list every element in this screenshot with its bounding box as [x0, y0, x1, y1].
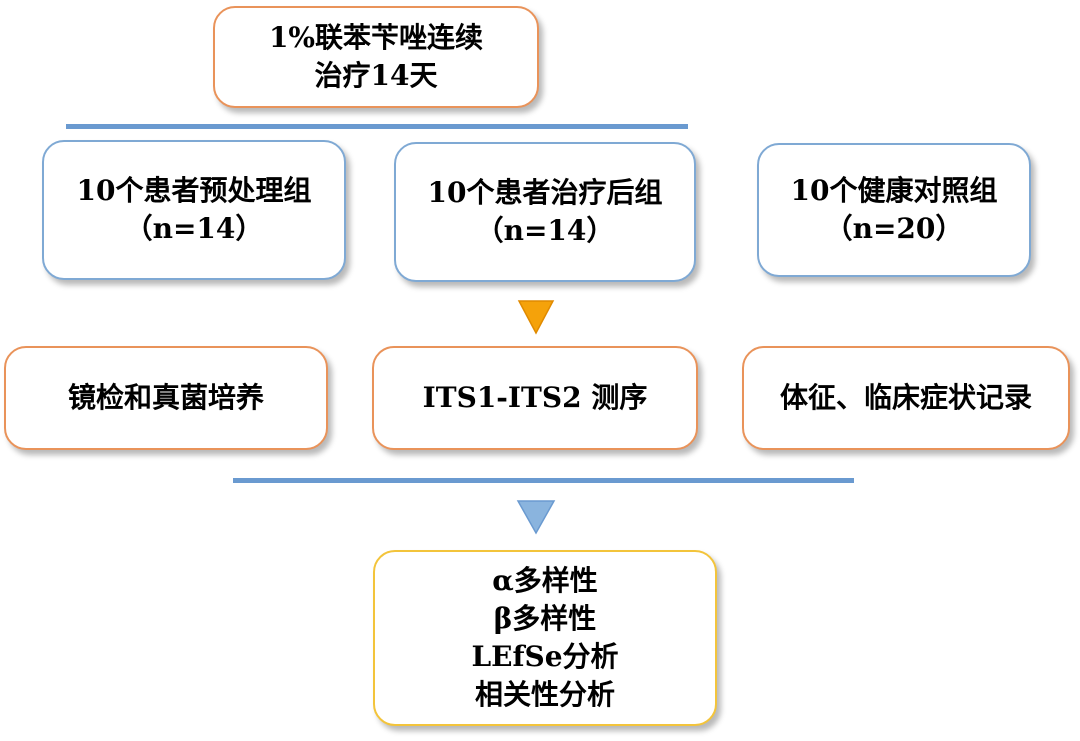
analysis-item: LEfSe分析 — [471, 640, 619, 673]
group-box-pretreatment: 10个患者预处理组 （n=14） — [42, 140, 346, 280]
method-box-its-sequencing: ITS1-ITS2 测序 — [372, 346, 698, 450]
group-name: 10个患者治疗后组 — [427, 176, 663, 209]
treatment-box: 1%联苯苄唑连续 治疗14天 — [213, 6, 539, 108]
group-name: 10个健康对照组 — [790, 174, 998, 207]
method-label: 镜检和真菌培养 — [67, 381, 264, 414]
method-box-clinical-record: 体征、临床症状记录 — [742, 346, 1070, 450]
method-box-microscopy-culture: 镜检和真菌培养 — [4, 346, 328, 450]
down-arrow-orange-icon — [517, 300, 555, 335]
analysis-item: 相关性分析 — [474, 678, 615, 711]
bottom-divider-line — [233, 478, 854, 483]
down-arrow-blue-icon — [516, 500, 556, 535]
group-box-healthy-control: 10个健康对照组 （n=20） — [757, 143, 1031, 277]
treatment-line-1: 1%联苯苄唑连续 — [268, 21, 484, 54]
group-count: （n=14） — [124, 212, 264, 245]
analysis-item: α多样性 — [492, 564, 598, 597]
group-name: 10个患者预处理组 — [76, 174, 312, 207]
group-count: （n=20） — [824, 212, 964, 245]
top-divider-line — [66, 124, 688, 129]
analysis-box: α多样性 β多样性 LEfSe分析 相关性分析 — [373, 550, 717, 726]
method-label: 体征、临床症状记录 — [779, 381, 1032, 414]
analysis-item: β多样性 — [493, 602, 597, 635]
group-box-posttreatment: 10个患者治疗后组 （n=14） — [394, 142, 696, 282]
treatment-line-2: 治疗14天 — [314, 59, 438, 92]
method-label: ITS1-ITS2 测序 — [422, 381, 648, 414]
group-count: （n=14） — [475, 214, 615, 247]
